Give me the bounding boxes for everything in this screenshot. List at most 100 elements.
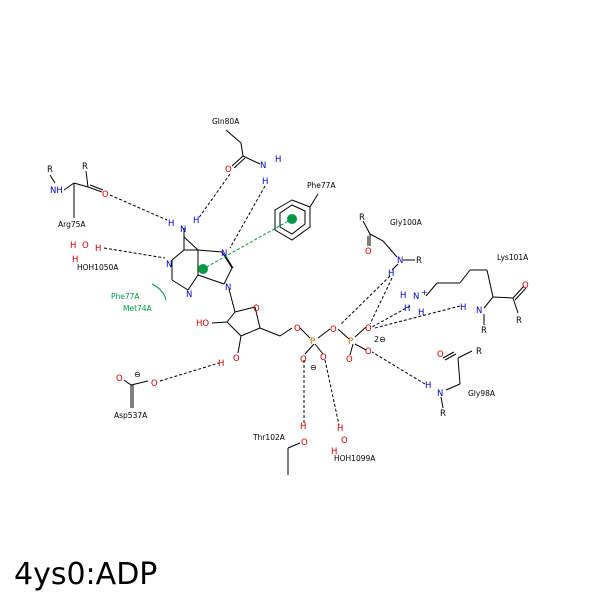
atom-o5: O: [294, 324, 301, 334]
label-gln80: Gln80A: [212, 117, 240, 126]
hoh1099-h1: H: [337, 424, 343, 434]
atom-n-amine: N: [180, 225, 186, 235]
atom-o-pa2: O: [320, 353, 327, 363]
residue-hoh1050: H O H H HOH1050A: [70, 241, 119, 272]
atom-o3: O: [233, 354, 240, 364]
residue-hoh1099: H O H HOH1099A: [331, 424, 376, 463]
arg75-o: O: [102, 190, 109, 200]
residue-phe77-ring: Phe77A: [274, 181, 336, 241]
atom-p-alpha: P: [310, 337, 315, 347]
purine-ring: [171, 236, 234, 291]
lys101-r1: R: [516, 316, 522, 326]
atom-h-o3: H: [218, 359, 224, 369]
p-oxygen-charge: ⊖: [310, 363, 317, 372]
label-gly100: Gly100A: [390, 218, 423, 227]
hbond-arg75: [109, 194, 168, 221]
label-met74: Met74A: [123, 304, 153, 313]
gly98-h: H: [425, 381, 431, 391]
thr102-o: O: [301, 438, 308, 448]
gln80-n: N: [260, 161, 266, 171]
hbond-lys-nz: [371, 305, 411, 328]
lys101-h: H: [460, 303, 466, 313]
diagram-title: 4ys0:ADP: [14, 557, 157, 592]
lys-nz-charge: +: [421, 288, 428, 297]
hoh1050-h1: H: [70, 241, 76, 251]
hbond-gly100-1: [339, 275, 391, 326]
gln80-o: O: [225, 165, 232, 175]
purine-centroid: [198, 264, 208, 274]
atom-n1: N: [166, 260, 172, 270]
atom-n3: N: [186, 290, 192, 300]
atom-o-pb3: O: [365, 347, 372, 357]
atom-o-pb1: O: [365, 324, 372, 334]
atom-h-amine1: H: [168, 219, 174, 229]
label-phe77-hyd: Phe77A: [111, 292, 140, 301]
atom-h-amine2: H: [193, 216, 199, 226]
gln80-h2: H: [262, 177, 268, 187]
atom-p-beta: P: [348, 337, 353, 347]
hbond-gln80-n: [229, 185, 266, 249]
thr102-h: H: [300, 422, 306, 432]
atom-o-ring: O: [253, 304, 260, 314]
gly98-r1: R: [476, 347, 482, 357]
hoh1050-h3: H: [72, 255, 78, 265]
hoh1050-h2: H: [95, 244, 101, 254]
hbond-gln80-o: [197, 173, 231, 220]
gly100-r2: R: [416, 256, 422, 266]
phosphate-chain: [299, 326, 367, 356]
hbond-gly98: [371, 351, 426, 385]
atom-n7: N: [221, 249, 227, 259]
pi-stacking-line: [202, 218, 293, 270]
residue-gln80: O N H H Gln80A: [212, 117, 281, 187]
lys101-r2: R: [481, 326, 487, 336]
arg75-r1: R: [47, 165, 53, 175]
lys-h-nz1: H: [400, 291, 406, 301]
hoh1099-h2: H: [331, 447, 337, 457]
ribose-ring: [211, 288, 293, 354]
gly98-o: O: [437, 350, 444, 360]
atom-n9: N: [225, 283, 231, 293]
lys101-o: O: [522, 281, 529, 291]
gln80-h1: H: [275, 155, 281, 165]
arg75-nh: NH: [50, 186, 63, 196]
asp537-o1: O: [116, 374, 123, 384]
asp537-o2: O: [151, 379, 158, 389]
lys101-n: N: [476, 306, 482, 316]
asp-charge: ⊖: [134, 370, 141, 379]
ligand-adp: N H H N N N N O HO O O P O P O O O O O 2…: [166, 216, 386, 372]
gly100-r1: R: [359, 213, 365, 223]
label-phe77-top: Phe77A: [307, 181, 336, 190]
hbond-hoh1099: [324, 359, 340, 426]
lys-h-nz3: H: [418, 308, 424, 318]
lys-h-nz2: H: [404, 304, 410, 314]
residue-gly100: R O N R H Gly100A: [359, 213, 423, 279]
hydrophobic-contact: Phe77A Met74A: [111, 283, 167, 313]
gly100-n: N: [397, 256, 403, 266]
residue-arg75: R NH R O Arg75A: [47, 162, 109, 229]
label-arg75: Arg75A: [58, 220, 86, 229]
arg75-r2: R: [82, 162, 88, 172]
gly98-n: N: [437, 389, 443, 399]
hoh1099-o: O: [341, 436, 348, 446]
hoh1050-o: O: [82, 241, 89, 251]
gly100-o: O: [365, 247, 372, 257]
atom-ho2: HO: [196, 319, 209, 329]
residue-lys101: O R N H R H N + H H Lys101A: [400, 253, 529, 336]
phosphate-charge: 2⊖: [374, 335, 386, 344]
residue-asp537: O O ⊖ Asp537A: [114, 370, 158, 420]
label-thr102: Thr102A: [252, 433, 286, 442]
atom-o-bridge: O: [330, 325, 337, 335]
label-hoh1099: HOH1099A: [334, 454, 376, 463]
label-hoh1050: HOH1050A: [77, 263, 119, 272]
hydrogen-bonds: [103, 173, 461, 426]
gly98-r2: R: [440, 409, 446, 419]
hbond-hoh1050: [103, 247, 166, 259]
hbond-gly100-2: [369, 277, 393, 325]
label-lys101: Lys101A: [497, 253, 529, 262]
label-asp537: Asp537A: [114, 411, 148, 420]
gly100-h: H: [388, 269, 394, 279]
residue-thr102: H O Thr102A: [252, 422, 308, 475]
hbond-asp537: [159, 362, 220, 382]
